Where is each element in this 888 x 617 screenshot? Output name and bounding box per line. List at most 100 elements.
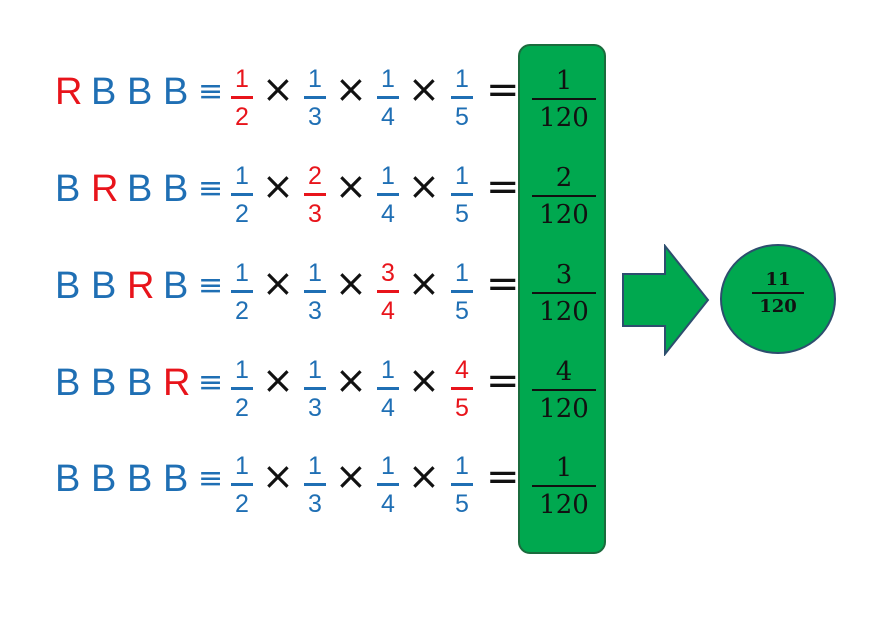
fraction-numerator: 1 [308, 452, 322, 480]
outcome-letter: B [163, 458, 189, 500]
result-numerator: 4 [555, 357, 573, 387]
fraction-bar [304, 387, 326, 390]
times-symbol: × [262, 67, 294, 111]
outcome-letter: B [91, 265, 117, 307]
fraction-numerator: 1 [235, 162, 249, 190]
fraction-bar [532, 485, 596, 487]
times-symbol: × [262, 261, 294, 305]
fraction-denominator: 5 [455, 394, 469, 422]
fraction-numerator: 1 [455, 162, 469, 190]
result-denominator: 120 [539, 297, 589, 327]
fraction-denominator: 3 [308, 103, 322, 131]
fraction-bar [451, 96, 473, 99]
equals-symbol: = [486, 261, 520, 307]
fraction-denominator: 2 [235, 103, 249, 131]
fraction-denominator: 5 [455, 103, 469, 131]
fraction-numerator: 1 [235, 65, 249, 93]
times-symbol: × [335, 454, 367, 498]
fraction-bar [532, 98, 596, 100]
times-symbol: × [408, 454, 440, 498]
times-symbol: × [335, 358, 367, 402]
fraction-bar [304, 483, 326, 486]
outcome-letter: B [55, 362, 81, 404]
times-symbol: × [262, 164, 294, 208]
times-symbol: × [262, 454, 294, 498]
fraction-denominator: 3 [308, 490, 322, 518]
result-numerator: 1 [555, 453, 573, 483]
outcome-letter: B [91, 458, 117, 500]
right-arrow-icon [622, 244, 710, 356]
outcome-letter: B [55, 458, 81, 500]
fraction-bar [532, 195, 596, 197]
outcome-letter: B [91, 362, 117, 404]
fraction-bar [532, 292, 596, 294]
outcome-letter: R [91, 168, 119, 210]
equivalence-symbol: ≡ [198, 461, 224, 496]
times-symbol: × [408, 261, 440, 305]
outcome-letter: B [91, 71, 117, 113]
outcome-letter: B [55, 168, 81, 210]
fraction-numerator: 1 [235, 452, 249, 480]
fraction-bar [377, 193, 399, 196]
fraction-denominator: 2 [235, 200, 249, 228]
equivalence-symbol: ≡ [198, 365, 224, 400]
fraction-bar [231, 387, 253, 390]
result-denominator: 120 [539, 394, 589, 424]
fraction-denominator: 2 [235, 394, 249, 422]
fraction-numerator: 2 [308, 162, 322, 190]
fraction-bar [377, 483, 399, 486]
equals-symbol: = [486, 164, 520, 210]
fraction-denominator: 3 [308, 394, 322, 422]
result-denominator: 120 [539, 200, 589, 230]
fraction-bar [377, 290, 399, 293]
fraction-denominator: 4 [381, 297, 395, 325]
fraction-bar [231, 483, 253, 486]
fraction-bar [304, 290, 326, 293]
fraction-bar [231, 193, 253, 196]
fraction-bar [304, 193, 326, 196]
result-numerator: 1 [555, 66, 573, 96]
outcome-letter: B [127, 362, 153, 404]
times-symbol: × [262, 358, 294, 402]
times-symbol: × [335, 67, 367, 111]
total-fraction: 11 120 [722, 268, 834, 320]
fraction-numerator: 1 [235, 259, 249, 287]
result-numerator: 3 [555, 260, 573, 290]
fraction-denominator: 4 [381, 200, 395, 228]
fraction-bar [377, 387, 399, 390]
outcome-letter: B [127, 71, 153, 113]
fraction-numerator: 1 [308, 65, 322, 93]
total-probability-circle: 11 120 [720, 244, 836, 354]
outcome-letter: B [55, 265, 81, 307]
equivalence-symbol: ≡ [198, 268, 224, 303]
fraction-numerator: 1 [381, 65, 395, 93]
fraction-bar [231, 290, 253, 293]
fraction-denominator: 5 [455, 297, 469, 325]
fraction-denominator: 4 [381, 490, 395, 518]
result-denominator: 120 [539, 490, 589, 520]
fraction-bar [231, 96, 253, 99]
equals-symbol: = [486, 358, 520, 404]
fraction-numerator: 1 [455, 65, 469, 93]
fraction-bar [451, 483, 473, 486]
fraction-bar [451, 387, 473, 390]
fraction-numerator: 3 [381, 259, 395, 287]
outcome-letter: R [55, 71, 83, 113]
times-symbol: × [335, 261, 367, 305]
